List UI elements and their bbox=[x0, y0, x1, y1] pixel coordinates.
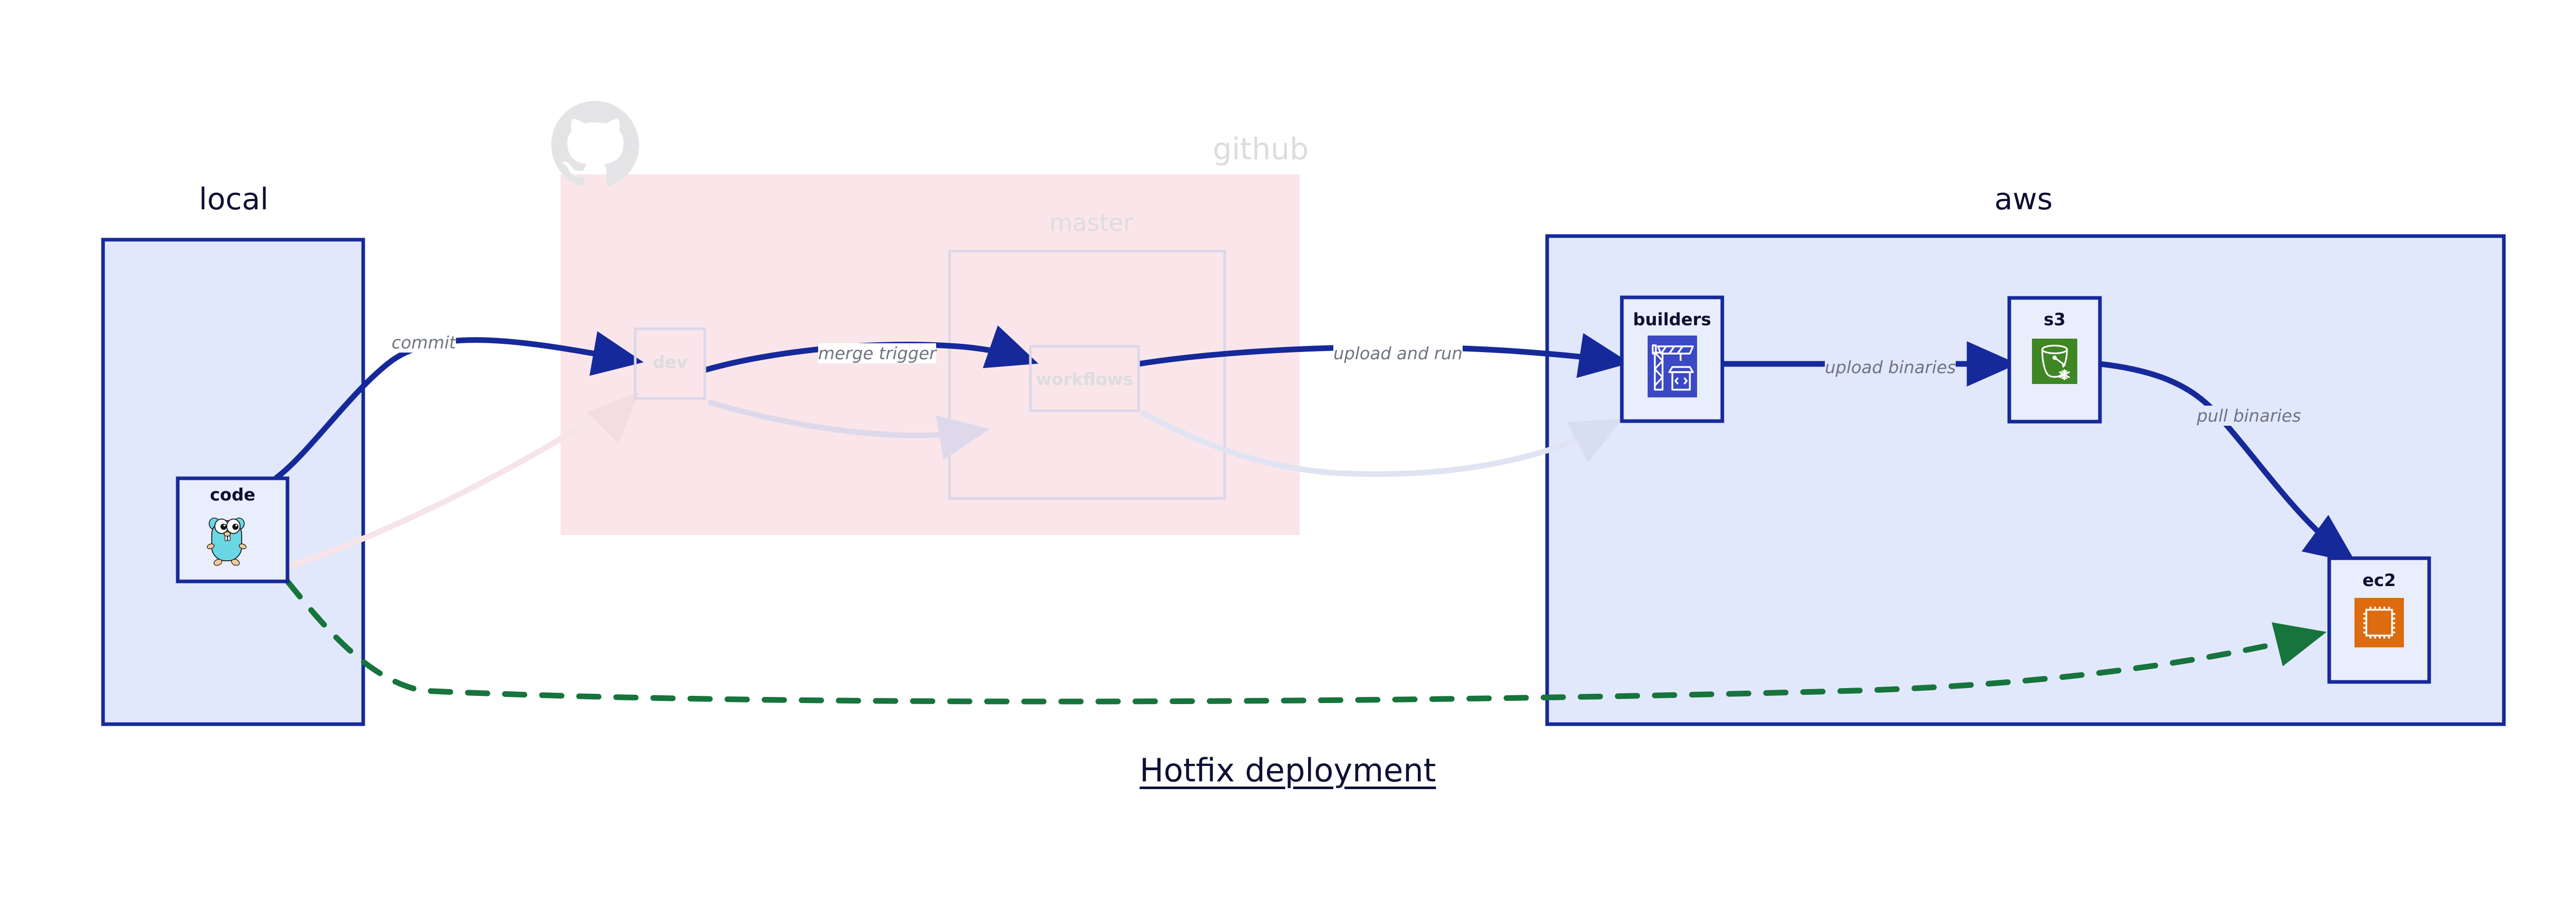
node-label-s3: s3 bbox=[2043, 309, 2066, 329]
node-label-workflows: workflows bbox=[1036, 369, 1133, 389]
aws-s3-glacier-icon bbox=[2032, 339, 2077, 384]
group-label-master: master bbox=[1049, 209, 1133, 237]
diagram-title: Hotfix deployment bbox=[1140, 751, 1436, 789]
edge-commit bbox=[274, 331, 644, 481]
group-label-aws: aws bbox=[1994, 181, 2053, 216]
node-label-ec2: ec2 bbox=[2362, 570, 2396, 590]
group-region-master bbox=[948, 249, 1226, 500]
edge-label-commit: commit bbox=[392, 332, 456, 353]
node-box-workflows[interactable] bbox=[1029, 345, 1140, 412]
ghost-edges bbox=[246, 392, 1623, 580]
node-label-builders: builders bbox=[1633, 309, 1711, 329]
group-label-github: github bbox=[1213, 131, 1309, 166]
edge-label-upload-and-run: upload and run bbox=[1333, 343, 1463, 363]
edge-hotfix-direct bbox=[284, 578, 2327, 705]
aws-ec2-icon bbox=[2354, 598, 2404, 647]
node-label-code: code bbox=[210, 485, 256, 505]
edge-label-merge-trigger: merge trigger bbox=[818, 343, 937, 363]
group-label-local: local bbox=[199, 181, 269, 216]
node-box-dev[interactable] bbox=[634, 327, 706, 400]
edge-label-pull-binaries: pull binaries bbox=[2197, 406, 2301, 426]
aws-codebuild-icon bbox=[1648, 336, 1697, 397]
edge-label-upload-binaries: upload binaries bbox=[1825, 357, 1956, 377]
node-label-dev: dev bbox=[652, 352, 688, 372]
github-octocat-icon bbox=[551, 101, 639, 187]
go-gopher-icon bbox=[207, 517, 247, 566]
